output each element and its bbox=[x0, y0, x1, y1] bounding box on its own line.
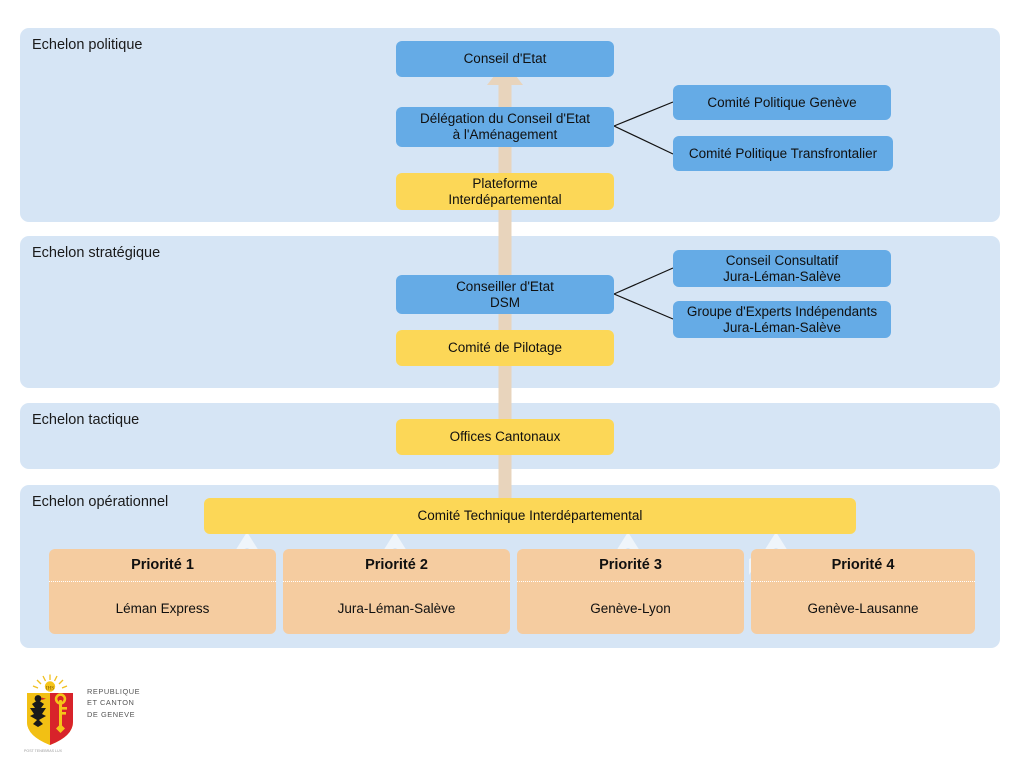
priority-card-4[interactable]: Priorité 4 Genève-Lausanne bbox=[751, 549, 975, 634]
priority-card-3[interactable]: Priorité 3 Genève-Lyon bbox=[517, 549, 744, 634]
band-label-politique: Echelon politique bbox=[32, 37, 143, 53]
node-comite-pilotage[interactable]: Comité de Pilotage bbox=[396, 330, 614, 366]
svg-text:IHS: IHS bbox=[46, 685, 54, 691]
band-label-operationnel: Echelon opérationnel bbox=[32, 494, 169, 510]
priority-title: Priorité 1 bbox=[49, 549, 276, 582]
node-plateforme-interdepartemental[interactable]: Plateforme Interdépartemental bbox=[396, 173, 614, 210]
node-comite-technique-interdepartemental[interactable]: Comité Technique Interdépartemental bbox=[204, 498, 856, 534]
logo-line-1: REPUBLIQUE bbox=[87, 687, 141, 696]
logo-line-2: ET CANTON bbox=[87, 698, 135, 708]
node-conseil-consultatif[interactable]: Conseil Consultatif Jura-Léman-Salève bbox=[673, 250, 891, 287]
band-label-tactique: Echelon tactique bbox=[32, 412, 140, 428]
priority-card-2[interactable]: Priorité 2 Jura-Léman-Salève bbox=[283, 549, 510, 634]
node-delegation-conseil-etat[interactable]: Délégation du Conseil d'Etat à l'Aménage… bbox=[396, 107, 614, 147]
priority-subtitle: Léman Express bbox=[115, 600, 210, 616]
node-comite-politique-transfrontalier[interactable]: Comité Politique Transfrontalier bbox=[673, 136, 893, 171]
node-comite-politique-geneve[interactable]: Comité Politique Genève bbox=[673, 85, 891, 120]
priority-subtitle: Genève-Lausanne bbox=[807, 600, 919, 616]
node-conseil-etat[interactable]: Conseil d'Etat bbox=[396, 41, 614, 77]
geneva-canton-logo: IHS POST TENEBRAS LUX bbox=[22, 674, 140, 754]
node-conseiller-etat-dsm[interactable]: Conseiller d'Etat DSM bbox=[396, 275, 614, 314]
priority-title: Priorité 3 bbox=[517, 549, 744, 582]
band-label-strategique: Echelon stratégique bbox=[32, 245, 161, 261]
node-groupe-experts-independants[interactable]: Groupe d'Experts Indépendants Jura-Léman… bbox=[673, 301, 891, 338]
priority-subtitle: Genève-Lyon bbox=[590, 600, 671, 616]
logo-motto: POST TENEBRAS LUX bbox=[24, 749, 63, 753]
priority-title: Priorité 2 bbox=[283, 549, 510, 582]
logo-line-3: DE GENEVE bbox=[87, 709, 136, 719]
priority-card-1[interactable]: Priorité 1 Léman Express bbox=[49, 549, 276, 634]
geneva-coat-of-arms-icon: IHS POST TENEBRAS LUX bbox=[24, 674, 73, 753]
priority-subtitle: Jura-Léman-Salève bbox=[337, 600, 456, 616]
node-offices-cantonaux[interactable]: Offices Cantonaux bbox=[396, 419, 614, 455]
logo-wordmark: REPUBLIQUE ET CANTON DE GENEVE bbox=[87, 686, 140, 720]
priority-title: Priorité 4 bbox=[751, 549, 975, 582]
